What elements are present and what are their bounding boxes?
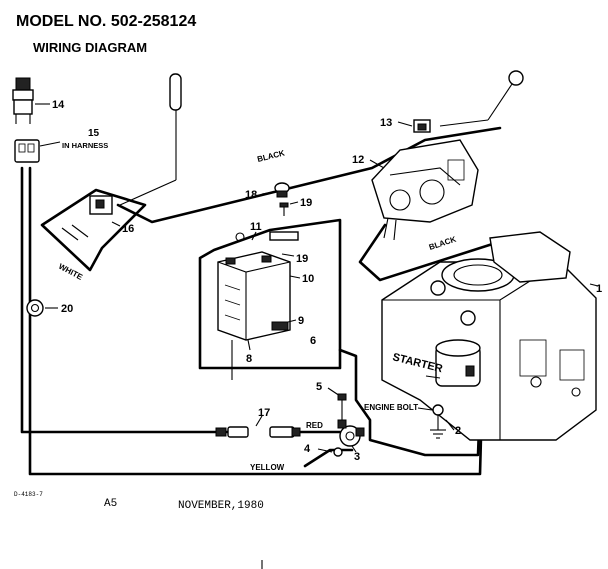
engine-bolt-icon — [430, 404, 446, 439]
wire-label-black-right: BLACK — [428, 235, 458, 252]
callout-3: 3 — [354, 451, 360, 463]
callout-5: 5 — [316, 381, 322, 393]
wire-label-red: RED — [306, 421, 323, 430]
wire-label-white: WHITE — [57, 262, 85, 282]
callout-11: 11 — [250, 221, 262, 233]
callout-1: 1 — [596, 283, 602, 295]
battery-hold-down-icon — [271, 321, 289, 331]
throttle-lever-icon — [119, 73, 182, 206]
choke-lever-icon — [439, 70, 524, 127]
callout-12: 12 — [352, 154, 364, 166]
callout-15-note: IN HARNESS — [62, 141, 108, 150]
white-wire — [40, 188, 147, 272]
starter-motor-icon — [435, 339, 481, 387]
harness-wire-left — [20, 166, 230, 434]
callout-16: 16 — [122, 223, 134, 235]
starter-solenoid-icon — [333, 419, 365, 457]
diagram-title: WIRING DIAGRAM — [33, 40, 147, 55]
fuse-holder-icon — [215, 426, 301, 438]
callout-20: 20 — [61, 303, 73, 315]
harness-wire-right — [28, 166, 484, 476]
nut-icon — [26, 299, 44, 317]
callout-14: 14 — [52, 99, 65, 111]
solenoid-switch-icon — [413, 119, 431, 133]
callout-19-lower: 19 — [296, 253, 308, 265]
page-code: A5 — [104, 498, 117, 510]
battery-wire — [198, 218, 342, 370]
model-number: MODEL NO. 502-258124 — [16, 13, 196, 30]
callout-17: 17 — [258, 407, 270, 419]
callout-19-upper: 19 — [300, 197, 312, 209]
headlight-assembly-icon — [371, 139, 479, 241]
battery-clamp-icon — [235, 231, 299, 242]
callout-13: 13 — [380, 117, 392, 129]
wire-label-yellow: YELLOW — [250, 463, 285, 472]
callout-9: 9 — [298, 315, 304, 327]
black-wire-top — [116, 126, 502, 224]
callout-15: 15 — [88, 128, 100, 139]
date-label: NOVEMBER,1980 — [178, 500, 264, 512]
starter-feed-wire — [338, 348, 482, 457]
engine-bolt-label: ENGINE BOLT — [364, 403, 418, 412]
wire-label-black-top: BLACK — [256, 148, 286, 164]
document-code: D-4183-7 — [14, 491, 43, 498]
callout-10: 10 — [302, 273, 314, 285]
battery-icon — [217, 251, 291, 341]
callout-18: 18 — [245, 189, 257, 201]
engine-icon — [381, 231, 597, 441]
terminal-bolt-icon — [279, 202, 289, 216]
yellow-ground-wire — [303, 448, 354, 468]
callout-2: 2 — [455, 425, 461, 437]
key-switch-icon — [12, 77, 34, 124]
callout-6: 6 — [310, 335, 316, 347]
terminal-cap-icon — [274, 182, 290, 198]
harness-connector-icon — [14, 139, 40, 163]
black-wire-right — [358, 223, 507, 282]
bolt-5-icon — [337, 393, 347, 420]
callout-8: 8 — [246, 353, 252, 365]
callout-4: 4 — [304, 443, 311, 455]
seat-switch-bracket-icon — [61, 195, 113, 241]
